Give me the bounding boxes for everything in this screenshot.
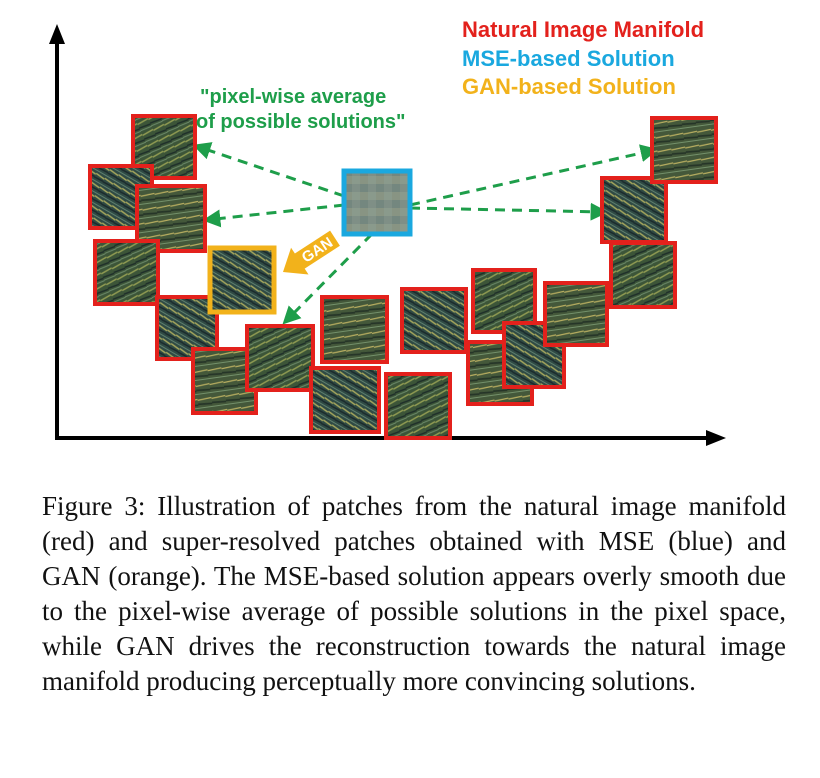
figure-caption: Figure 3: Illustration of patches from t… xyxy=(42,491,786,696)
manifold-patches xyxy=(88,114,718,440)
manifold-patch xyxy=(384,372,452,440)
manifold-diagram: GAN Natural Image Manifold MSE-based Sol… xyxy=(49,17,726,446)
manifold-patch xyxy=(600,176,668,244)
manifold-patch xyxy=(650,116,718,184)
figure-illustration: GAN Natural Image Manifold MSE-based Sol… xyxy=(49,17,726,446)
legend-gan: GAN-based Solution xyxy=(462,74,676,99)
legend-mse: MSE-based Solution xyxy=(462,46,675,71)
annotation-line-2: of possible solutions" xyxy=(196,111,406,133)
gan-solution-patch xyxy=(207,245,277,315)
y-axis-arrowhead xyxy=(49,24,65,44)
manifold-patch xyxy=(609,241,677,309)
manifold-patch xyxy=(400,287,468,354)
mse-solution-patch xyxy=(341,168,413,237)
legend-natural: Natural Image Manifold xyxy=(462,17,704,42)
manifold-patch xyxy=(543,281,609,347)
manifold-patch xyxy=(93,239,160,306)
manifold-patch xyxy=(309,366,381,434)
manifold-patch xyxy=(245,324,315,392)
gan-arrow: GAN xyxy=(283,230,340,275)
x-axis-arrowhead xyxy=(706,430,726,446)
legend: Natural Image Manifold MSE-based Solutio… xyxy=(462,17,704,99)
average-lines xyxy=(192,142,659,325)
annotation-line-1: "pixel-wise average xyxy=(200,86,386,108)
pixel-average-annotation: "pixel-wise average of possible solution… xyxy=(196,86,406,133)
manifold-patch xyxy=(320,295,389,364)
